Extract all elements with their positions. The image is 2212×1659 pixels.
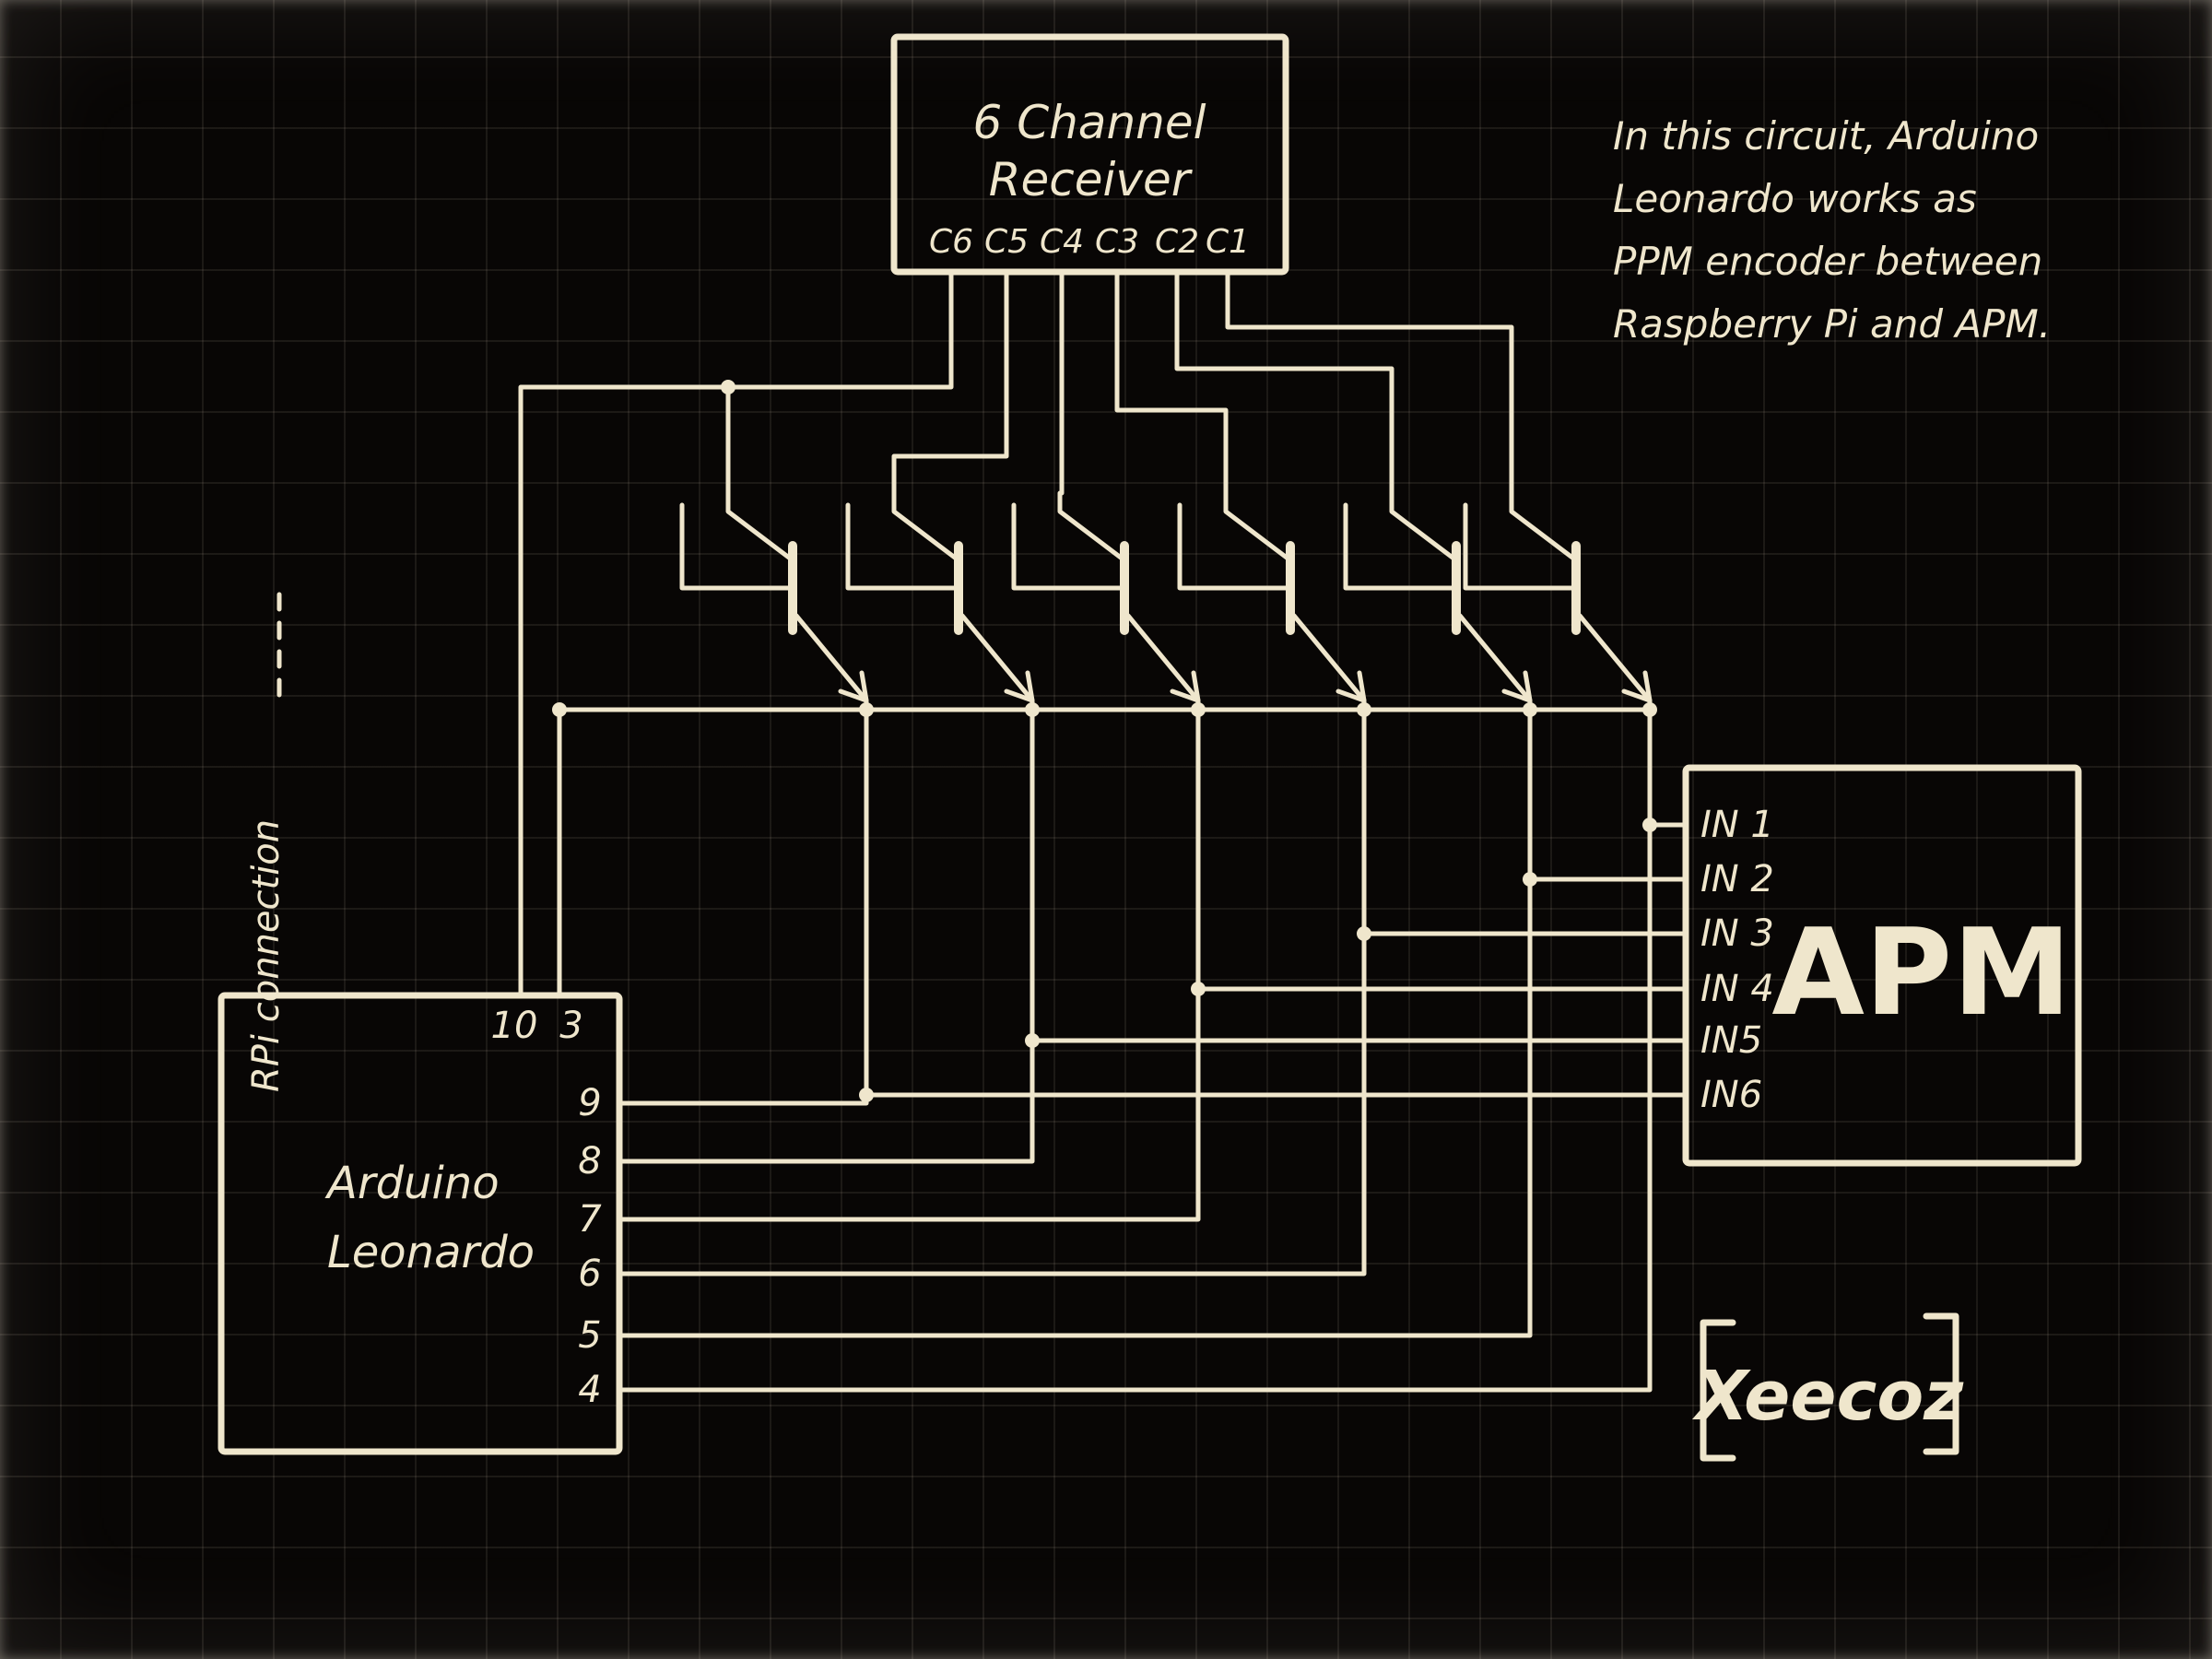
apm-pin-label-in2: IN 2 <box>1700 858 1774 900</box>
transistor-3 <box>1011 502 1201 714</box>
annotation-line-1: In this circuit, Arduino <box>1613 113 2039 159</box>
pin10-tap-wire <box>518 384 731 998</box>
apm-block: IN 1 IN 2 IN 3 IN 4 IN5 IN6 APM <box>1682 764 2082 1167</box>
annotation-line-4: Raspberry Pi and APM. <box>1613 301 2051 347</box>
receiver-pin-label-c4: C4 <box>1040 223 1084 261</box>
junction-dot <box>1523 872 1537 887</box>
apm-pin-label-in3: IN 3 <box>1700 912 1774 955</box>
arduino-pin-label-4: 4 <box>578 1369 601 1411</box>
receiver-block: 6 Channel Receiver C6 C5 C4 C3 C2 C1 <box>890 33 1289 276</box>
apm-input-wires <box>864 822 1688 1098</box>
transistor-base-wire <box>1011 502 1124 591</box>
junction-dot <box>1191 982 1206 996</box>
channel-drop-wire-c1 <box>1225 269 1579 563</box>
emitter-arrow-icon <box>1621 670 1653 703</box>
emitter-arrow-icon <box>1004 670 1035 703</box>
annotation-line-3: PPM encoder between <box>1613 239 2042 284</box>
rpi-connection-marker: RPi connection <box>245 592 288 1092</box>
junction-dots <box>552 380 1657 1102</box>
arduino-title-line2: Leonardo <box>327 1227 535 1278</box>
signature-bracket-right <box>1923 1312 1959 1455</box>
receiver-title-line1: 6 Channel <box>973 96 1206 149</box>
annotation-text: In this circuit, Arduino Leonardo works … <box>1613 113 2051 347</box>
signature: Xeecoz <box>1692 1357 1964 1436</box>
apm-pin-label-in4: IN 4 <box>1700 968 1774 1010</box>
arduino-title-line1: Arduino <box>324 1158 500 1209</box>
rpi-connection-label: RPi connection <box>245 819 288 1092</box>
emitter-arrow-icon <box>1170 670 1201 703</box>
transistor-2 <box>845 502 1035 714</box>
junction-dot <box>1191 702 1206 717</box>
channel-drop-wire-c6 <box>725 269 954 563</box>
junction-dot <box>721 380 735 394</box>
channel-column-wires <box>617 707 1653 1393</box>
apm-box <box>1682 764 2082 1167</box>
junction-dot <box>1523 702 1537 717</box>
junction-dot <box>1357 926 1371 941</box>
channel-column-wire-4 <box>617 707 1367 1277</box>
transistor-1 <box>679 502 869 714</box>
annotation-line-2: Leonardo works as <box>1613 176 1977 221</box>
emitter-arrow-icon <box>1501 670 1533 703</box>
arduino-pin-label-7: 7 <box>578 1198 602 1241</box>
transistor-4 <box>1177 502 1367 714</box>
arduino-pin-label-9: 9 <box>578 1082 601 1124</box>
transistor-base-wire <box>1343 502 1455 591</box>
junction-dot <box>1357 702 1371 717</box>
signature-bracket-left <box>1700 1319 1736 1462</box>
arduino-pin-label-3: 3 <box>559 1005 582 1047</box>
apm-pin-label-in1: IN 1 <box>1700 804 1774 846</box>
channel-column-wire-1 <box>617 707 869 1106</box>
apm-pin-label-in6: IN6 <box>1700 1074 1762 1116</box>
arduino-box <box>218 992 623 1455</box>
emitter-arrow-icon <box>838 670 869 703</box>
arduino-pin-label-5: 5 <box>578 1314 601 1357</box>
channel-drop-wire-c4 <box>1057 269 1127 563</box>
transistor-5 <box>1343 502 1533 714</box>
transistor-6 <box>1463 502 1653 714</box>
junction-dot <box>1025 702 1040 717</box>
arduino-pin-label-6: 6 <box>578 1253 601 1295</box>
receiver-pin-label-c6: C6 <box>929 223 973 261</box>
apm-title: APM <box>1771 902 2071 1042</box>
arduino-block: 10 3 Arduino Leonardo 9 8 7 6 5 4 <box>218 992 623 1455</box>
junction-dot <box>1642 702 1657 717</box>
junction-dot <box>1025 1033 1040 1048</box>
receiver-pin-label-c5: C5 <box>984 223 1029 261</box>
transistor-base-wire <box>1177 502 1289 591</box>
channel-column-wire-6 <box>617 707 1653 1393</box>
channel-column-wire-5 <box>617 707 1533 1338</box>
junction-dot <box>859 1088 874 1102</box>
channel-column-wire-3 <box>617 707 1201 1222</box>
receiver-pin-label-c3: C3 <box>1095 223 1139 261</box>
arduino-pin-label-10: 10 <box>491 1005 538 1047</box>
channel-drop-wire-c2 <box>1174 269 1459 563</box>
arduino-pin-label-8: 8 <box>578 1140 601 1182</box>
transistor-base-wire <box>845 502 958 591</box>
channel-drop-wire-c3 <box>1114 269 1293 563</box>
receiver-box <box>890 33 1289 276</box>
junction-dot <box>1642 818 1657 832</box>
channel-column-wire-2 <box>617 707 1035 1164</box>
apm-pin-label-in5: IN5 <box>1700 1019 1762 1062</box>
emitter-arrow-icon <box>1335 670 1367 703</box>
channel-drop-wire-c5 <box>891 269 1009 563</box>
receiver-title-line2: Receiver <box>989 153 1194 206</box>
receiver-pin-label-c1: C1 <box>1206 223 1250 261</box>
junction-dot <box>859 702 874 717</box>
junction-dot <box>552 702 567 717</box>
transistor-base-wire <box>679 502 792 591</box>
receiver-pin-label-c2: C2 <box>1155 223 1199 261</box>
channel-drop-wires <box>725 269 1579 563</box>
signature-block: Xeecoz <box>1692 1312 1964 1462</box>
transistor-base-wire <box>1463 502 1575 591</box>
